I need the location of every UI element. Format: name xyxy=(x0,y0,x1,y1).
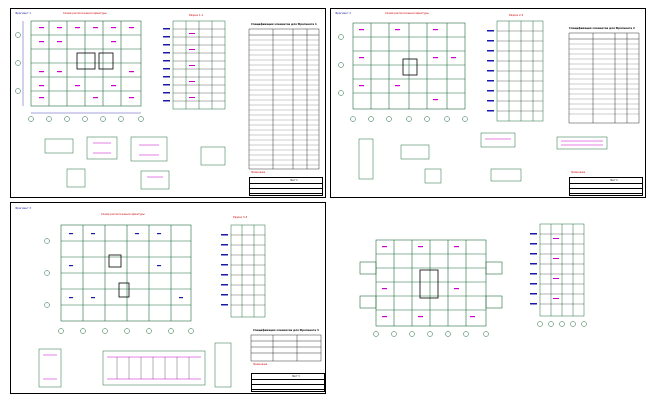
title-block-1: Лист 1 xyxy=(249,177,323,196)
note-label-3: Примечание xyxy=(253,363,268,366)
plan-title-1: Схема расположения арматуры xyxy=(63,12,107,15)
plan-subtitle-1: Фрагмент 1 xyxy=(15,12,32,15)
section-title-1: Разрез 1-1 xyxy=(189,14,204,17)
details-2 xyxy=(358,132,608,184)
section-1 xyxy=(172,20,226,110)
section-title-2: Разрез 2-2 xyxy=(509,14,524,17)
loose-plan xyxy=(359,239,503,327)
table-title-1: Спецификация элементов для Фрагмента 1 xyxy=(251,23,317,26)
note-label-1: Примечание xyxy=(251,171,266,174)
plan-subtitle-2: Фрагмент 2 xyxy=(335,12,352,15)
table-title-2: Спецификация элементов для Фрагмента 2 xyxy=(569,27,635,30)
floor-plan-1 xyxy=(30,20,142,107)
drawing-sheet-1: Схема расположения арматуры Фрагмент 1 Р… xyxy=(10,8,326,198)
spec-table-2 xyxy=(568,32,640,124)
table-title-3: Спецификация элементов для Фрагмента 3 xyxy=(253,329,319,332)
section-3 xyxy=(230,224,266,318)
title-block-text-3: Лист 3 xyxy=(292,375,300,378)
spec-table-3 xyxy=(250,334,322,362)
drawing-sheet-2: Схема расположения арматуры Фрагмент 2 Р… xyxy=(330,8,646,198)
section-title-3: Разрез 3-3 xyxy=(233,216,248,219)
floor-plan-3 xyxy=(60,224,192,322)
details-3 xyxy=(38,342,232,388)
floor-plan-2 xyxy=(352,22,466,110)
title-block-3: Лист 3 xyxy=(251,373,325,392)
plan-title-3: Схема расположения арматуры xyxy=(101,213,145,216)
sheet-3-graphics xyxy=(38,224,322,388)
spec-table-1 xyxy=(248,28,320,170)
sheet-1-graphics xyxy=(15,20,320,190)
details-1 xyxy=(44,136,226,190)
loose-section xyxy=(539,223,585,317)
title-block-text-1: Лист 1 xyxy=(290,179,298,182)
title-block-2: Лист 2 xyxy=(569,177,643,196)
title-block-text-2: Лист 2 xyxy=(610,179,618,182)
plan-subtitle-3: Фрагмент 3 xyxy=(15,207,32,210)
plan-title-2: Схема расположения арматуры xyxy=(385,12,429,15)
drawing-sheet-3: Схема расположения арматуры Фрагмент 3 Р… xyxy=(10,202,326,394)
sheet-2-graphics xyxy=(338,20,640,184)
note-label-2: Примечание xyxy=(571,171,586,174)
